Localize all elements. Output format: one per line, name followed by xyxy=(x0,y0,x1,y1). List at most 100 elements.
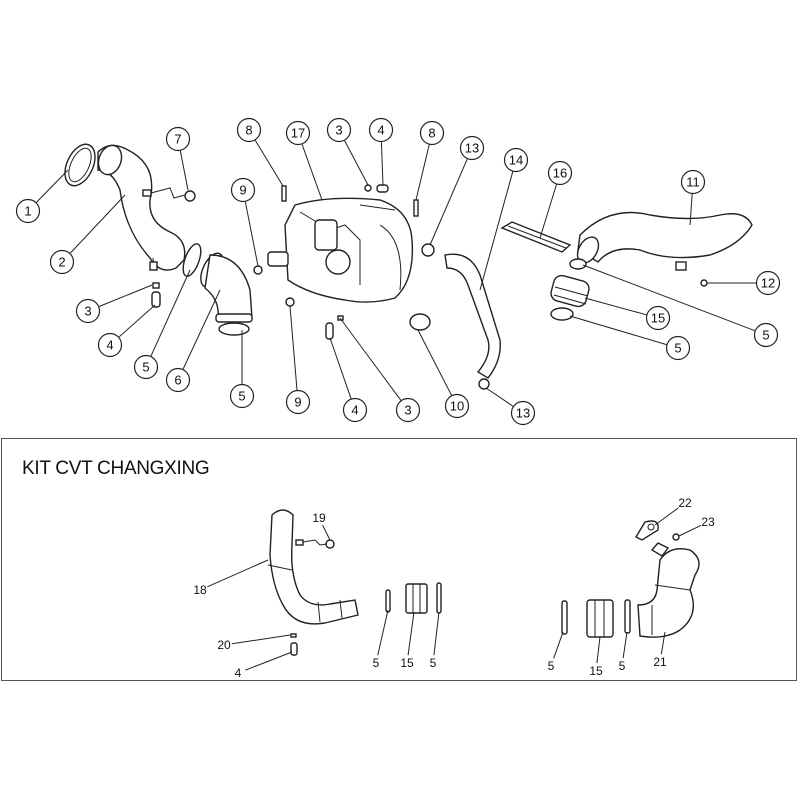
callout-15: 15 xyxy=(400,611,415,670)
leader-line xyxy=(433,611,440,656)
callout-number: 3 xyxy=(335,123,342,138)
callout-number: 8 xyxy=(245,123,252,138)
callout-bubble xyxy=(49,249,75,275)
callout-number: 12 xyxy=(761,276,775,291)
callout-15: 15 xyxy=(584,297,671,331)
callout-bubble xyxy=(753,322,779,348)
leader-line xyxy=(344,140,369,186)
leader-line xyxy=(380,141,384,186)
leader-line xyxy=(207,559,269,588)
callout-number: 15 xyxy=(400,656,414,670)
leader-line xyxy=(596,636,601,664)
callout-number: 13 xyxy=(516,406,530,421)
callout-bubble xyxy=(645,305,671,331)
callout-4: 4 xyxy=(97,304,156,358)
callout-number: 20 xyxy=(217,638,231,652)
part-11-outlet-duct xyxy=(576,211,753,271)
callout-number: 15 xyxy=(589,664,603,678)
part-10-hose-clamp xyxy=(409,313,431,331)
callout-bubble xyxy=(165,367,191,393)
callout-bubble xyxy=(236,117,262,143)
part-5-clamp-right-lower xyxy=(550,307,574,321)
callout-number: 5 xyxy=(430,656,437,670)
callout-22: 22 xyxy=(654,496,692,526)
leader-line xyxy=(654,507,679,526)
callout-bubble xyxy=(503,147,529,173)
part-13-clamp-bottom xyxy=(478,378,490,390)
callout-bubble xyxy=(755,270,781,296)
part-16-filter-element xyxy=(500,221,572,253)
part-5-kit-clamp-d xyxy=(624,599,631,634)
part-18-kit-duct xyxy=(267,509,359,625)
callout-bubble xyxy=(665,335,691,361)
callout-number: 5 xyxy=(238,389,245,404)
callout-5: 5 xyxy=(619,631,628,673)
callout-number: 21 xyxy=(653,655,667,669)
part-23-kit-bolt xyxy=(672,533,680,541)
leader-line xyxy=(231,634,291,645)
callout-bubble xyxy=(547,160,573,186)
part-15-kit-coupler-a xyxy=(405,583,428,614)
callout-number: 6 xyxy=(174,373,181,388)
part-5-kit-clamp-b xyxy=(436,582,442,614)
part-19-kit-sensor xyxy=(295,539,335,549)
part-8-bolt-right xyxy=(413,199,419,217)
callout-4: 4 xyxy=(368,117,394,186)
leader-line xyxy=(678,525,702,537)
callout-number: 4 xyxy=(351,403,358,418)
callout-number: 9 xyxy=(239,183,246,198)
callout-number: 3 xyxy=(404,403,411,418)
leader-line xyxy=(301,144,323,201)
callout-number: 3 xyxy=(84,304,91,319)
callout-5: 5 xyxy=(373,609,389,670)
leader-line xyxy=(245,651,293,671)
callout-5: 5 xyxy=(569,315,691,361)
callout-8: 8 xyxy=(415,120,445,201)
part-5-clamp-left xyxy=(182,243,202,277)
callout-5: 5 xyxy=(133,269,191,380)
callout-number: 8 xyxy=(428,126,435,141)
leader-line xyxy=(377,609,389,656)
callout-bubble xyxy=(165,126,191,152)
callout-5: 5 xyxy=(430,611,440,670)
callout-number: 10 xyxy=(450,399,464,414)
callout-number: 15 xyxy=(651,311,665,326)
callout-3: 3 xyxy=(339,317,421,423)
part-3-clip-top xyxy=(364,184,372,192)
kit-cvt-changxing-frame xyxy=(1,438,797,681)
callout-17: 17 xyxy=(285,120,323,201)
part-4-plug-top xyxy=(376,184,389,193)
callout-8: 8 xyxy=(236,117,284,187)
part-15-kit-coupler-b xyxy=(586,599,614,638)
callout-19: 19 xyxy=(312,511,331,541)
callout-number: 4 xyxy=(235,666,242,680)
callout-bubble xyxy=(444,393,470,419)
callout-18: 18 xyxy=(193,559,269,597)
callout-bubble xyxy=(15,198,41,224)
part-17-airbox xyxy=(267,197,414,303)
part-22-kit-bracket xyxy=(635,520,659,541)
leader-line xyxy=(582,264,755,332)
callout-4: 4 xyxy=(235,651,293,680)
callout-bubble xyxy=(326,117,352,143)
callout-5: 5 xyxy=(229,330,255,409)
callout-number: 18 xyxy=(193,583,207,597)
part-8-bolt-left xyxy=(281,185,287,202)
callout-1: 1 xyxy=(15,169,69,224)
part-20-kit-clip xyxy=(290,633,297,638)
leader-line xyxy=(182,289,221,370)
leader-line xyxy=(584,297,647,316)
callout-number: 7 xyxy=(174,132,181,147)
callout-23: 23 xyxy=(678,515,715,537)
leader-line xyxy=(244,201,259,267)
callout-number: 14 xyxy=(509,153,523,168)
leader-line xyxy=(339,317,402,401)
leader-line xyxy=(415,144,430,201)
callout-number: 9 xyxy=(294,395,301,410)
callout-5: 5 xyxy=(548,631,564,673)
callout-bubble xyxy=(229,383,255,409)
part-12-screw xyxy=(700,279,708,287)
part-4-plug-left xyxy=(151,291,161,308)
